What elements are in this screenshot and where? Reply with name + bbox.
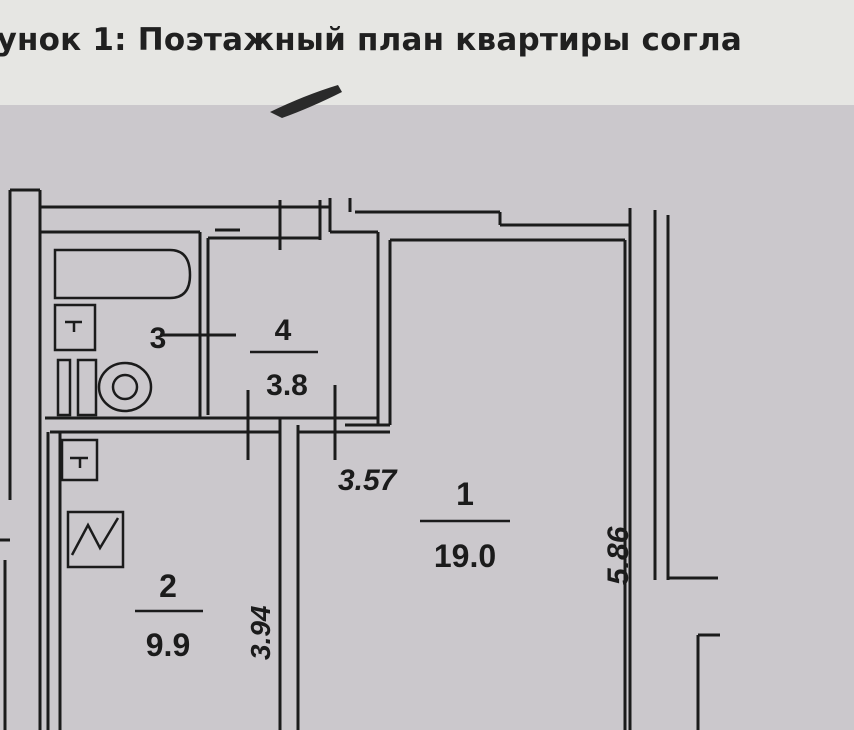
room-2-length-dimension: 3.94 — [245, 605, 276, 660]
room-1-width-dimension: 3.57 — [338, 464, 398, 497]
caption-band: сунок 1: Поэтажный план квартиры согла — [0, 0, 854, 105]
room-1-area: 19.0 — [434, 538, 496, 574]
kitchen-sink-icon — [60, 438, 99, 482]
room-4-area: 3.8 — [266, 369, 308, 402]
walls — [0, 188, 720, 730]
pen-mark — [270, 85, 342, 118]
room-2-number: 2 — [159, 568, 177, 604]
sink-icon — [53, 303, 97, 352]
toilet-icon — [56, 358, 153, 417]
stove-icon — [66, 510, 125, 569]
room-3-number: 3 — [150, 322, 167, 355]
room-4-number: 4 — [275, 314, 292, 347]
door-marks — [160, 200, 337, 460]
bathtub-icon — [53, 248, 192, 300]
room-1-length-dimension: 5.86 — [602, 526, 635, 585]
room-1-number: 1 — [456, 476, 474, 512]
room-2-area: 9.9 — [146, 627, 190, 663]
figure-caption: сунок 1: Поэтажный план квартиры согла — [0, 22, 743, 58]
